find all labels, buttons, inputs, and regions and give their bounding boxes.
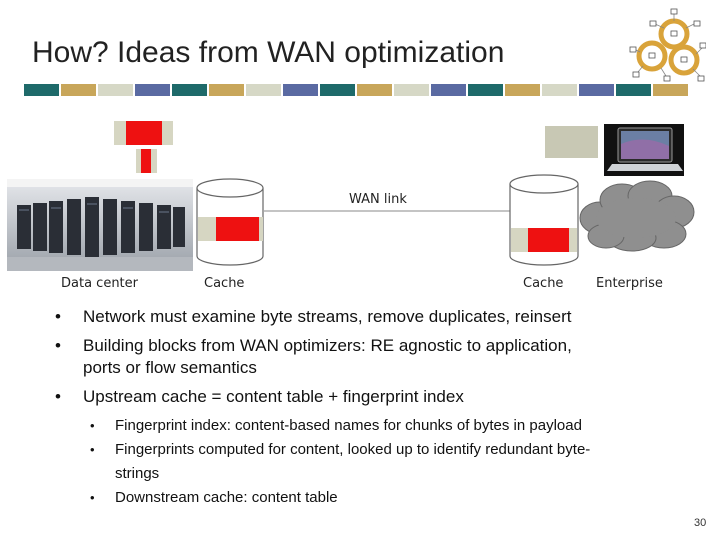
title-color-bar bbox=[24, 84, 692, 96]
packet-red-top bbox=[126, 121, 162, 145]
bullet-item: • Network must examine byte streams, rem… bbox=[55, 306, 675, 328]
color-bar-segment bbox=[542, 84, 577, 96]
color-bar-segment bbox=[135, 84, 170, 96]
color-bar-segment bbox=[24, 84, 59, 96]
packet-red-small bbox=[141, 149, 151, 173]
bullet-marker: • bbox=[90, 418, 95, 433]
bullet-text-cont: ports or flow semantics bbox=[83, 358, 257, 377]
cache-right-label: Cache bbox=[523, 276, 564, 291]
color-bar-segment bbox=[653, 84, 688, 96]
bullet-marker: • bbox=[55, 387, 61, 406]
page-title: How? Ideas from WAN optimization bbox=[32, 36, 505, 69]
sub-bullet-item: • Fingerprint index: content-based names… bbox=[55, 414, 675, 438]
bullet-marker: • bbox=[55, 336, 61, 355]
sub-bullet-text-cont: strings bbox=[115, 465, 160, 482]
laptop-image bbox=[604, 124, 684, 176]
bullet-text: Network must examine byte streams, remov… bbox=[83, 307, 572, 326]
data-center-label: Data center bbox=[61, 276, 138, 291]
bullet-marker: • bbox=[55, 307, 61, 326]
bullet-item: • Upstream cache = content table + finge… bbox=[55, 386, 675, 408]
data-center-image bbox=[7, 179, 193, 271]
color-bar-segment bbox=[505, 84, 540, 96]
color-bar-segment bbox=[616, 84, 651, 96]
packet-gray-enterprise bbox=[545, 126, 598, 158]
color-bar-segment bbox=[579, 84, 614, 96]
bullet-marker: • bbox=[90, 490, 95, 505]
bullet-marker: • bbox=[90, 442, 95, 457]
color-bar-segment bbox=[283, 84, 318, 96]
network-graph-icon bbox=[629, 8, 706, 82]
wan-diagram bbox=[114, 121, 598, 266]
color-bar-segment bbox=[357, 84, 392, 96]
color-bar-segment bbox=[209, 84, 244, 96]
page-number: 30 bbox=[694, 517, 707, 529]
wan-link-label: WAN link bbox=[349, 192, 407, 207]
cloud-icon bbox=[579, 180, 695, 252]
color-bar-segment bbox=[394, 84, 429, 96]
bullet-text: Upstream cache = content table + fingerp… bbox=[83, 387, 464, 406]
cache-left-cylinder bbox=[196, 178, 264, 266]
cache-right-cylinder bbox=[509, 174, 579, 266]
bullet-text: Building blocks from WAN optimizers: RE … bbox=[83, 336, 572, 355]
sub-bullet-text: Fingerprint index: content-based names f… bbox=[115, 417, 582, 434]
enterprise-label: Enterprise bbox=[596, 276, 663, 291]
sub-bullet-item: • Downstream cache: content table bbox=[55, 486, 675, 510]
color-bar-segment bbox=[468, 84, 503, 96]
bullet-list: • Network must examine byte streams, rem… bbox=[55, 306, 675, 510]
color-bar-segment bbox=[172, 84, 207, 96]
color-bar-segment bbox=[320, 84, 355, 96]
color-bar-segment bbox=[98, 84, 133, 96]
color-bar-segment bbox=[61, 84, 96, 96]
sub-bullet-item: • Fingerprints computed for content, loo… bbox=[55, 438, 675, 486]
color-bar-segment bbox=[431, 84, 466, 96]
sub-bullet-text: Downstream cache: content table bbox=[115, 489, 338, 506]
sub-bullet-text: Fingerprints computed for content, looke… bbox=[115, 441, 591, 458]
cache-left-label: Cache bbox=[204, 276, 245, 291]
bullet-item: • Building blocks from WAN optimizers: R… bbox=[55, 335, 675, 379]
color-bar-segment bbox=[246, 84, 281, 96]
